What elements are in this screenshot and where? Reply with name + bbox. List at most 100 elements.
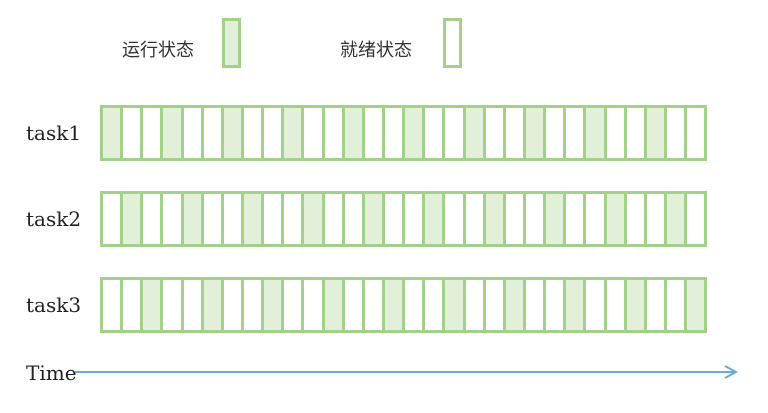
slot-running: [223, 108, 244, 158]
slot-ready: [264, 108, 285, 158]
slot-ready: [405, 194, 426, 244]
task-row-2: task2: [0, 191, 768, 247]
slot-ready: [445, 108, 466, 158]
slot-running: [344, 108, 365, 158]
slot-running: [384, 280, 406, 330]
legend-running-swatch: [222, 18, 241, 68]
slot-running: [546, 194, 567, 244]
slot-ready: [203, 194, 224, 244]
slot-ready: [123, 108, 144, 158]
slot-ready: [143, 194, 164, 244]
slot-ready: [606, 108, 627, 158]
slot-ready: [223, 280, 244, 330]
slot-running: [405, 108, 426, 158]
slot-ready: [364, 280, 385, 330]
time-axis-arrowhead: [724, 365, 739, 379]
slot-ready: [183, 280, 204, 330]
slot-ready: [626, 108, 647, 158]
time-axis-label: Time: [26, 361, 77, 385]
slot-running: [505, 280, 526, 330]
slot-ready: [586, 194, 607, 244]
slot-ready: [264, 194, 285, 244]
slot-ready: [344, 194, 365, 244]
slot-ready: [324, 108, 345, 158]
slot-running: [203, 280, 224, 330]
slot-ready: [384, 108, 406, 158]
slot-ready: [566, 108, 587, 158]
slot-running: [586, 108, 607, 158]
slot-ready: [465, 280, 486, 330]
slot-ready: [646, 194, 667, 244]
slot-running: [485, 194, 506, 244]
slot-running: [284, 108, 305, 158]
slot-ready: [525, 280, 547, 330]
slot-ready: [223, 194, 244, 244]
slot-ready: [103, 280, 124, 330]
slot-running: [163, 108, 184, 158]
slot-running: [646, 108, 667, 158]
slot-ready: [606, 280, 627, 330]
slot-running: [566, 280, 587, 330]
slot-ready: [103, 194, 124, 244]
legend-ready-label: 就绪状态: [340, 40, 412, 61]
slot-ready: [304, 280, 325, 330]
slot-ready: [243, 108, 265, 158]
slot-ready: [143, 108, 164, 158]
slot-ready: [163, 194, 184, 244]
slot-ready: [485, 280, 506, 330]
slot-running: [183, 194, 204, 244]
slot-ready: [687, 108, 705, 158]
slot-running: [606, 194, 627, 244]
slot-running: [626, 280, 647, 330]
timeline-strip: [100, 277, 707, 333]
slot-ready: [163, 280, 184, 330]
timeline-strip: [100, 105, 707, 161]
task-label: task1: [26, 121, 82, 145]
slot-ready: [384, 194, 406, 244]
slot-ready: [525, 194, 547, 244]
slot-running: [525, 108, 547, 158]
slot-ready: [284, 280, 305, 330]
slot-ready: [425, 280, 446, 330]
slot-ready: [505, 194, 526, 244]
slot-ready: [324, 194, 345, 244]
timeline-strip: [100, 191, 707, 247]
slot-running: [123, 194, 144, 244]
slot-running: [324, 280, 345, 330]
slot-running: [264, 280, 285, 330]
slot-running: [243, 194, 265, 244]
slot-ready: [364, 108, 385, 158]
slot-ready: [465, 194, 486, 244]
slot-running: [687, 280, 705, 330]
slot-ready: [646, 280, 667, 330]
slot-running: [445, 280, 466, 330]
slot-ready: [505, 108, 526, 158]
task-row-3: task3: [0, 277, 768, 333]
slot-ready: [687, 194, 705, 244]
slot-running: [425, 194, 446, 244]
slot-ready: [123, 280, 144, 330]
slot-ready: [284, 194, 305, 244]
slot-ready: [485, 108, 506, 158]
slot-ready: [566, 194, 587, 244]
slot-ready: [666, 280, 688, 330]
slot-ready: [203, 108, 224, 158]
slot-running: [364, 194, 385, 244]
slot-ready: [666, 108, 688, 158]
task-label: task2: [26, 207, 82, 231]
slot-running: [465, 108, 486, 158]
slot-ready: [405, 280, 426, 330]
slot-ready: [183, 108, 204, 158]
slot-ready: [546, 108, 567, 158]
slot-running: [666, 194, 688, 244]
slot-running: [304, 194, 325, 244]
slot-ready: [304, 108, 325, 158]
task-row-1: task1: [0, 105, 768, 161]
slot-ready: [425, 108, 446, 158]
slot-ready: [586, 280, 607, 330]
slot-ready: [546, 280, 567, 330]
slot-ready: [445, 194, 466, 244]
legend-running-label: 运行状态: [122, 40, 194, 61]
slot-ready: [626, 194, 647, 244]
